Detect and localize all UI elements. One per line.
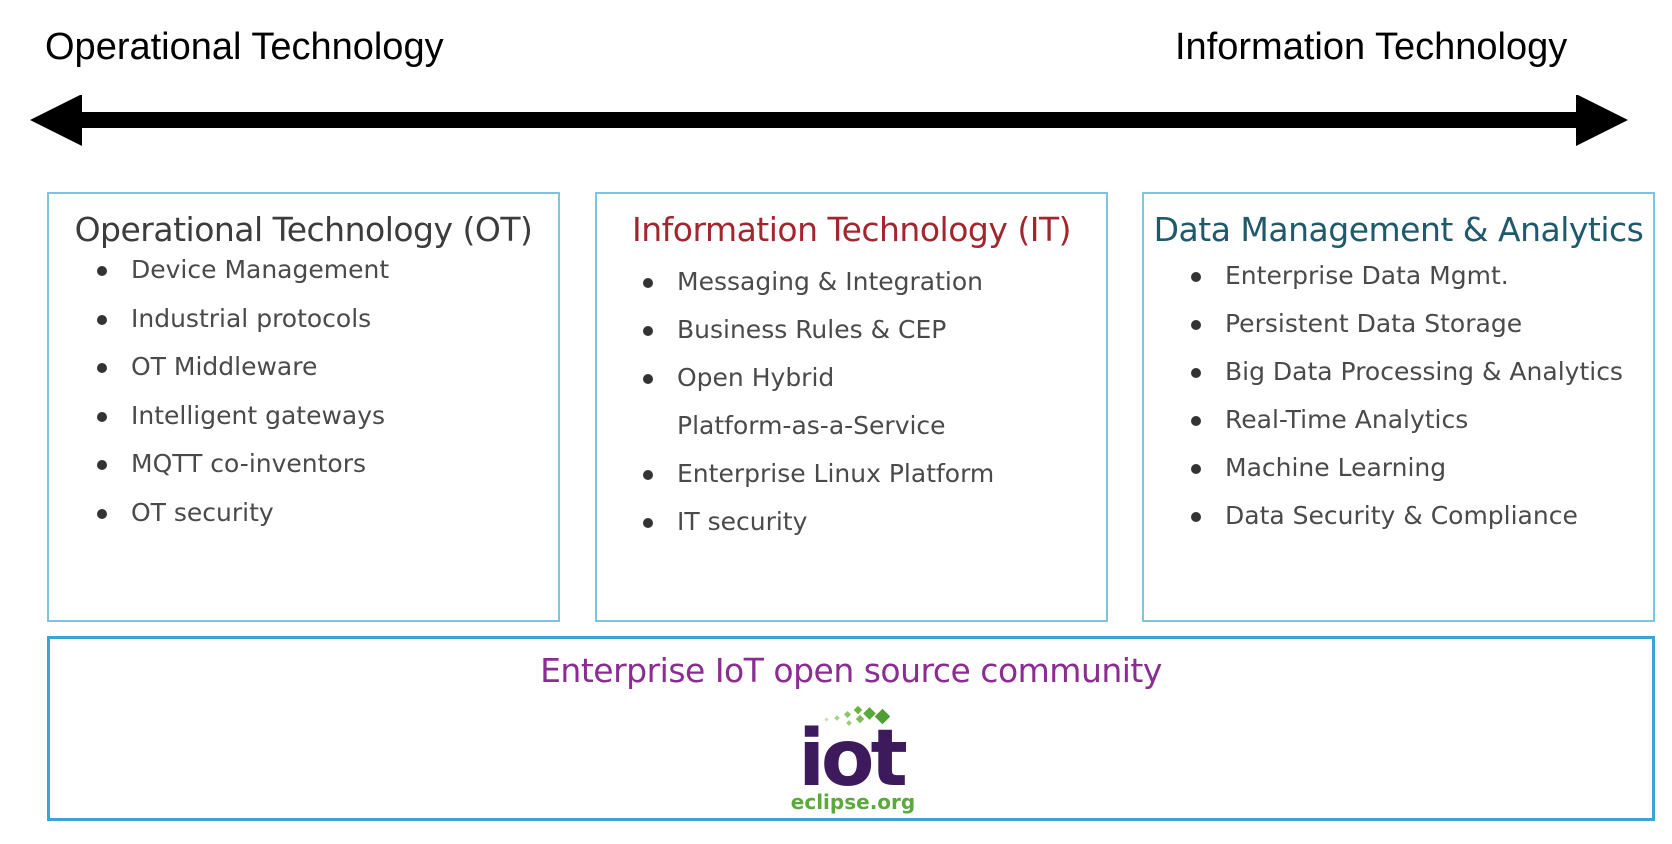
community-title: Enterprise IoT open source community	[540, 651, 1162, 690]
list-item-label: IT security	[677, 507, 808, 536]
arrow-head-right	[1576, 95, 1628, 146]
list-item: Real-Time Analytics	[1191, 396, 1623, 444]
information-technology-axis-label: Information Technology	[1175, 26, 1568, 68]
bullet-icon	[97, 314, 107, 325]
bullet-icon	[1191, 512, 1201, 522]
eclipse-iot-logo: iot eclipse.org	[791, 705, 915, 814]
list-item-label: Open Hybrid	[677, 363, 835, 392]
list-item: Business Rules & CEP	[643, 306, 994, 354]
list-item: Persistent Data Storage	[1191, 300, 1623, 348]
list-item: Data Security & Compliance	[1191, 492, 1623, 540]
list-item-label: Persistent Data Storage	[1225, 309, 1523, 338]
arrow-shaft	[70, 112, 1588, 128]
bullet-icon	[643, 470, 653, 480]
data-management-panel: Data Management & Analytics Enterprise D…	[1142, 192, 1655, 622]
it-item-list: Messaging & Integration Business Rules &…	[643, 258, 995, 546]
bullet-icon	[1191, 416, 1201, 426]
bullet-icon	[97, 460, 107, 470]
list-item-label: Business Rules & CEP	[677, 315, 947, 344]
list-item: OT Middleware	[97, 343, 389, 392]
list-item: Device Management	[97, 246, 390, 295]
ot-item-list: Device Management Industrial protocols O…	[97, 246, 390, 538]
double-headed-arrow	[30, 95, 1628, 146]
list-item-label: Platform-as-a-Service	[677, 411, 946, 440]
bullet-icon	[643, 374, 653, 384]
bullet-icon	[97, 363, 107, 373]
list-item-label: MQTT co-inventors	[131, 449, 367, 478]
list-item-label: Data Security & Compliance	[1225, 501, 1578, 530]
list-item-label: Real-Time Analytics	[1225, 405, 1469, 434]
bullet-icon	[97, 266, 107, 276]
list-item-label: Messaging & Integration	[677, 267, 983, 296]
list-item-label: Device Management	[131, 255, 390, 284]
list-item: Open Hybrid	[643, 354, 994, 402]
bullet-icon	[643, 518, 653, 528]
list-item-label: Intelligent gateways	[131, 400, 386, 430]
list-item: Big Data Processing & Analytics	[1191, 348, 1623, 396]
logo-subtext: eclipse.org	[791, 790, 915, 814]
bullet-icon	[1191, 320, 1201, 330]
list-item: OT security	[97, 489, 389, 538]
list-item-label: Big Data Processing & Analytics	[1225, 357, 1623, 386]
list-item: Intelligent gateways	[97, 392, 389, 441]
operational-technology-axis-label: Operational Technology	[45, 26, 444, 68]
bullet-icon	[97, 508, 107, 519]
list-item: Enterprise Data Mgmt.	[1191, 252, 1623, 300]
list-item: Enterprise Linux Platform	[643, 450, 995, 498]
list-item: Machine Learning	[1191, 444, 1623, 492]
list-item: IT security	[643, 498, 994, 546]
bullet-icon	[97, 411, 107, 422]
community-panel: Enterprise IoT open source community iot…	[47, 636, 1655, 821]
data-management-panel-title: Data Management & Analytics	[1153, 210, 1644, 249]
logo-wordmark: iot	[798, 714, 906, 804]
list-item: MQTT co-inventors	[97, 440, 389, 489]
bullet-icon	[643, 278, 653, 288]
list-item-continuation: Platform-as-a-Service	[677, 402, 994, 450]
list-item-label: Machine Learning	[1225, 453, 1447, 482]
list-item-label: OT security	[131, 497, 274, 527]
list-item: Messaging & Integration	[643, 258, 994, 306]
it-panel-title: Information Technology (IT)	[632, 210, 1072, 249]
list-item-label: Enterprise Data Mgmt.	[1225, 261, 1509, 290]
list-item: Industrial protocols	[97, 295, 389, 344]
list-item-label: Enterprise Linux Platform	[677, 459, 995, 488]
bullet-icon	[1191, 272, 1201, 282]
ot-panel-title: Operational Technology (OT)	[74, 210, 533, 249]
arrow-head-left	[30, 95, 82, 146]
data-management-item-list: Enterprise Data Mgmt. Persistent Data St…	[1191, 252, 1623, 540]
bullet-icon	[643, 326, 653, 336]
bullet-icon	[1191, 368, 1201, 378]
list-item-label: OT Middleware	[131, 352, 318, 381]
list-item-label: Industrial protocols	[131, 303, 372, 333]
it-panel: Information Technology (IT) Messaging & …	[595, 192, 1108, 622]
ot-panel: Operational Technology (OT) Device Manag…	[47, 192, 560, 622]
bullet-icon	[1191, 464, 1201, 474]
